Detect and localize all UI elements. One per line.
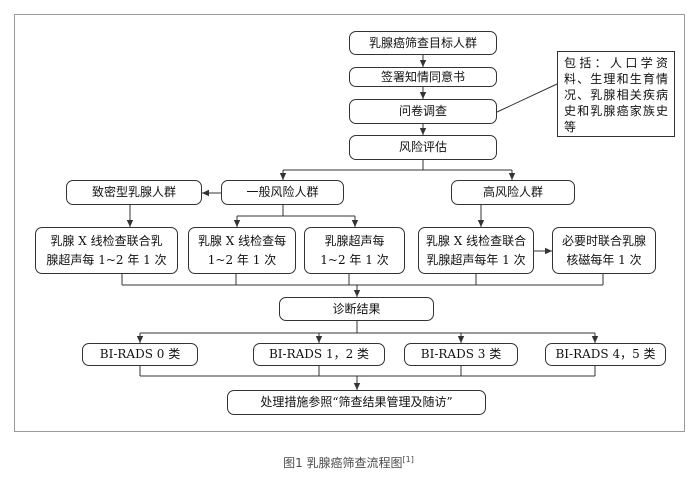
informed-consent-box: 签署知情同意书 [349, 67, 497, 87]
risk-assessment-box: 风险评估 [349, 135, 497, 160]
target-population-box: 乳腺癌筛查目标人群 [349, 31, 497, 55]
birads-1-2-box: BI-RADS 1，2 类 [253, 343, 385, 366]
questionnaire-box: 问卷调查 [349, 99, 497, 124]
questionnaire-note: 包括：人口学资料、生理和生育情况、乳腺相关疾病史和乳腺癌家族史等 [557, 51, 675, 137]
high-risk-box: 高风险人群 [451, 180, 575, 205]
birads-0-box: BI-RADS 0 类 [82, 343, 198, 366]
caption-reference: [1] [402, 455, 414, 464]
note-connector [496, 83, 558, 113]
caption-text: 图1 乳腺癌筛查流程图 [283, 456, 403, 470]
general-xray-box: 乳腺 X 线检查每 1~2 年 1 次 [188, 227, 296, 274]
birads-3-box: BI-RADS 3 类 [404, 343, 518, 366]
diagnosis-box: 诊断结果 [279, 297, 434, 321]
high-exam-box: 乳腺 X 线检查联合乳腺超声每年 1 次 [418, 227, 534, 274]
general-ultrasound-box: 乳腺超声每 1~2 年 1 次 [304, 227, 405, 274]
high-mri-box: 必要时联合乳腺核磁每年 1 次 [552, 227, 656, 274]
dense-breast-box: 致密型乳腺人群 [66, 180, 202, 205]
figure-caption: 图1 乳腺癌筛查流程图[1] [0, 454, 697, 471]
general-risk-box: 一般风险人群 [221, 180, 344, 205]
handling-box: 处理措施参照“筛查结果管理及随访” [227, 390, 486, 415]
birads-4-5-box: BI-RADS 4，5 类 [545, 343, 666, 366]
dense-exam-box: 乳腺 X 线检查联合乳腺超声每 1~2 年 1 次 [35, 227, 178, 274]
